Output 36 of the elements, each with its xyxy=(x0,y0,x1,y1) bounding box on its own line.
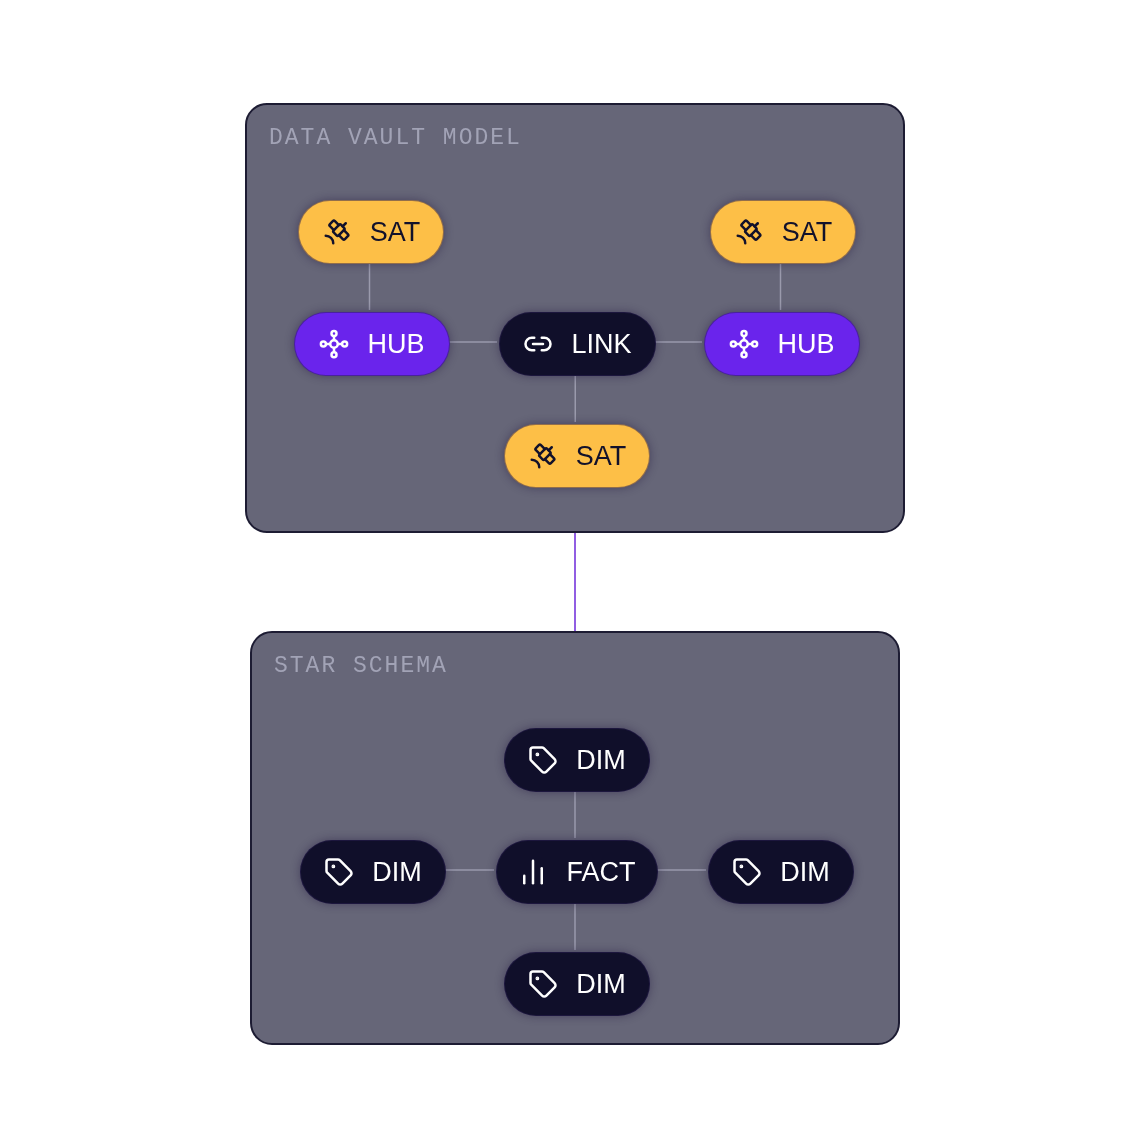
group-title: STAR SCHEMA xyxy=(274,653,448,679)
pill-label: SAT xyxy=(369,216,421,248)
sat-pill xyxy=(504,424,650,488)
connector-line xyxy=(574,373,576,423)
connector-line xyxy=(779,261,782,311)
dim-pill xyxy=(504,952,650,1016)
fact-pill xyxy=(496,840,658,904)
hub-pill xyxy=(704,312,860,376)
group-title: DATA VAULT MODEL xyxy=(269,125,522,151)
pill-label: LINK xyxy=(571,328,632,360)
pill-label: SAT xyxy=(575,440,627,472)
connector-line xyxy=(574,789,576,839)
hub-pill xyxy=(294,312,450,376)
pill-label: DIM xyxy=(576,968,626,1000)
connector-line xyxy=(574,532,576,632)
pill-label: DIM xyxy=(576,744,626,776)
dim-pill xyxy=(300,840,446,904)
connector-line xyxy=(447,341,498,343)
sat-pill xyxy=(298,200,444,264)
link-pill xyxy=(499,312,656,376)
sat-pill xyxy=(710,200,856,264)
pill-label: DIM xyxy=(372,856,422,888)
connector-line xyxy=(574,901,576,951)
group-panel xyxy=(250,631,900,1045)
pill-label: SAT xyxy=(781,216,833,248)
dim-pill xyxy=(504,728,650,792)
dim-pill xyxy=(708,840,854,904)
pill-label: DIM xyxy=(780,856,830,888)
pill-label: HUB xyxy=(777,328,835,360)
connector-line xyxy=(655,869,707,871)
pill-label: HUB xyxy=(367,328,425,360)
connector-line xyxy=(653,341,703,343)
pill-label: FACT xyxy=(566,856,636,888)
group-panel xyxy=(245,103,905,533)
connector-line xyxy=(443,869,495,871)
connector-line xyxy=(368,261,371,311)
